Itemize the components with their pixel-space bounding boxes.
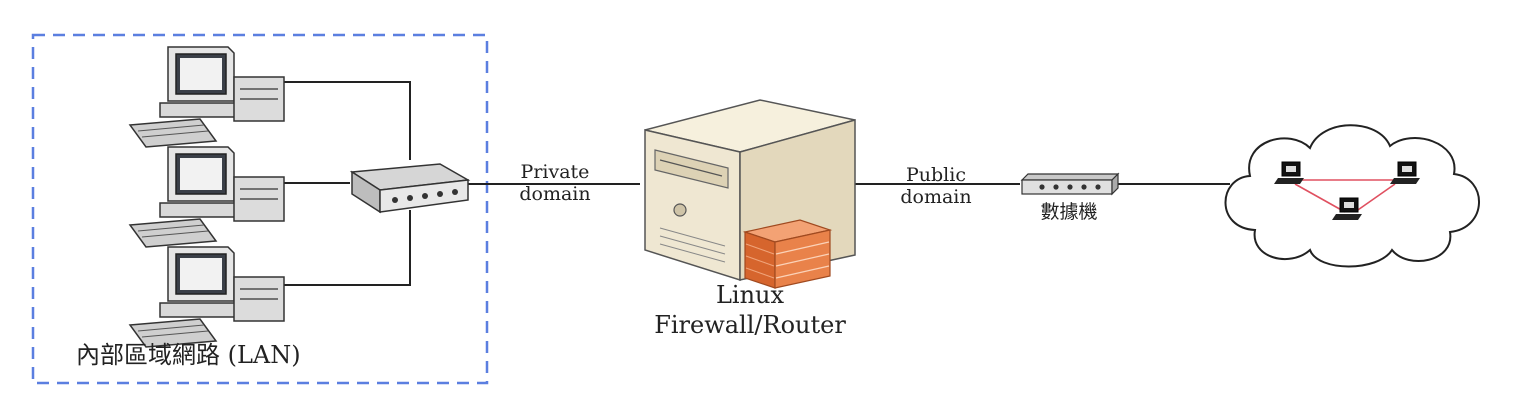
router-label-line1: Linux: [715, 281, 785, 309]
lan-computer-3: [129, 246, 285, 348]
private-label-line1: Private: [520, 161, 590, 183]
private-label-line2: domain: [519, 183, 591, 205]
modem-icon: [1020, 172, 1120, 196]
public-label-line2: domain: [900, 186, 972, 208]
lan-label: 內部區域網路 (LAN): [76, 341, 301, 369]
lan-computer-2: [129, 146, 285, 248]
private-label: Private domain: [500, 161, 610, 205]
router-label: Linux Firewall/Router: [610, 280, 890, 340]
lan-computer-1: [129, 46, 285, 148]
lan-boundary: [31, 33, 489, 385]
cloud-icon: [1224, 124, 1480, 268]
router-label-line2: Firewall/Router: [654, 311, 846, 339]
firewall-icon: [742, 219, 833, 289]
switch-icon: [349, 163, 471, 214]
public-label-line1: Public: [906, 164, 966, 186]
network-wiring: [283, 81, 1230, 286]
cloud-links: [1294, 179, 1396, 213]
modem-label: 數據機: [1040, 201, 1098, 223]
public-label: Public domain: [884, 164, 988, 208]
